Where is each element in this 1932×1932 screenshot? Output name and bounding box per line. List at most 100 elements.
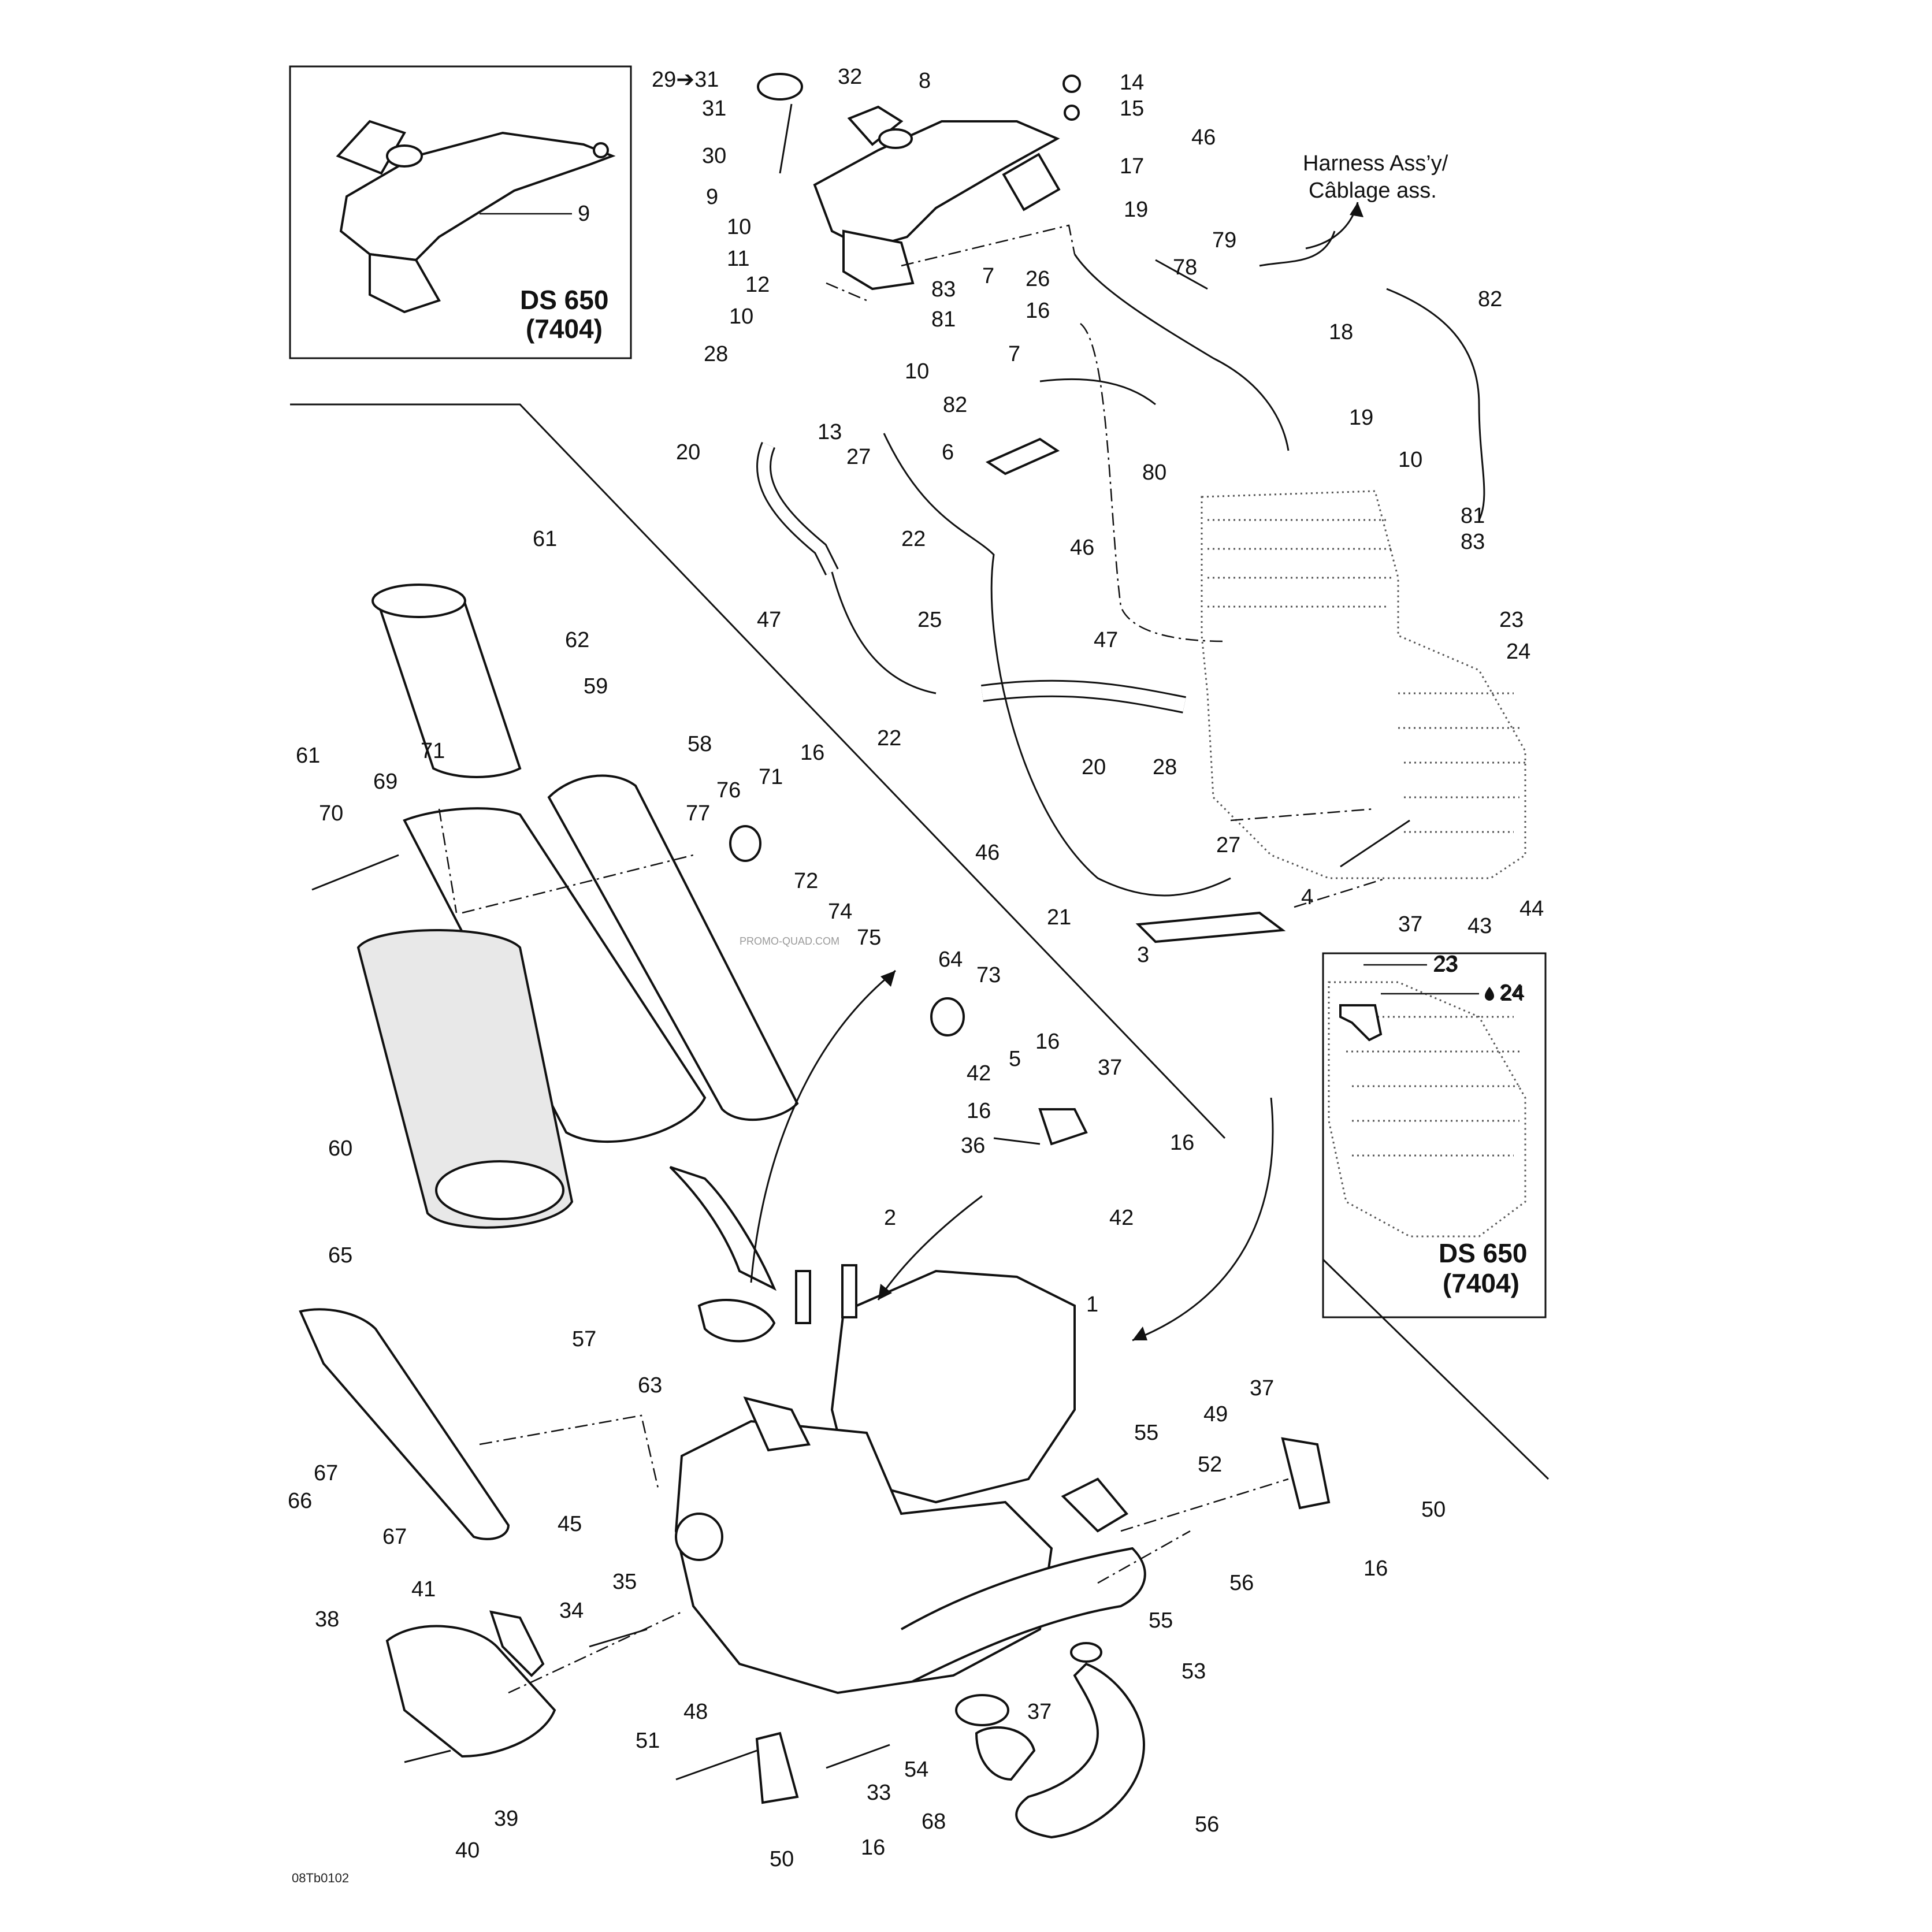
- callout-78: 78: [1173, 255, 1197, 280]
- dash-6: [438, 808, 458, 913]
- pipe-53: [1015, 1662, 1146, 1839]
- callout-38: 38: [315, 1607, 339, 1632]
- callout-16: 16: [800, 741, 824, 765]
- callout-60: 60: [328, 1136, 352, 1161]
- breather-hoses: [756, 231, 1485, 897]
- callout-68: 68: [922, 1810, 946, 1834]
- callout-32: 32: [838, 65, 862, 89]
- bolt-40: [404, 1749, 451, 1763]
- callout-24: 24: [1506, 640, 1530, 664]
- valve-6: [985, 437, 1060, 475]
- callout-62: 62: [565, 628, 589, 652]
- arrow-curve-b: [877, 1195, 983, 1301]
- dash-10: [1120, 1478, 1289, 1532]
- harness-arrow-line: [1155, 259, 1208, 290]
- callout-51: 51: [636, 1729, 660, 1753]
- callout-67: 67: [382, 1525, 407, 1549]
- bracket-5: [1038, 1108, 1088, 1146]
- drawing-code: 08Tb0102: [292, 1871, 349, 1885]
- callout-45: 45: [558, 1512, 582, 1536]
- damper-64: [930, 997, 965, 1036]
- callout-48: 48: [683, 1700, 708, 1724]
- callout-19: 19: [1124, 198, 1148, 222]
- callout-76: 76: [716, 778, 741, 802]
- air-box-clip: [847, 105, 904, 146]
- callout-15: 15: [1120, 96, 1144, 121]
- callout-56: 56: [1195, 1812, 1219, 1837]
- callout-23: 23: [1499, 608, 1524, 632]
- callout-82: 82: [943, 393, 967, 417]
- spark-plug-a: [795, 1270, 811, 1324]
- callout-52: 52: [1198, 1452, 1222, 1477]
- callout-23: 23: [1434, 952, 1458, 976]
- engine-fins-inset: [1346, 1016, 1519, 1157]
- heat-shield-38: [385, 1625, 556, 1758]
- tailpipe-flange: [371, 584, 466, 618]
- engine-block: [1201, 490, 1526, 879]
- callout-53: 53: [1182, 1659, 1206, 1684]
- callout-33: 33: [867, 1781, 891, 1805]
- bolt-43: [1340, 819, 1410, 868]
- callout-75: 75: [857, 926, 881, 950]
- muffler-58: [547, 774, 799, 1121]
- air-box: [757, 73, 1081, 291]
- callout-73: 73: [976, 963, 1001, 987]
- callout-82: 82: [1478, 287, 1502, 311]
- callout-10: 10: [905, 359, 929, 384]
- foam-block: [1002, 153, 1061, 211]
- callout-22: 22: [901, 527, 926, 551]
- callout-11: 11: [727, 247, 749, 271]
- air-inlet-inset: [386, 144, 423, 168]
- gear-45: [675, 1513, 723, 1561]
- spacer: [1064, 105, 1080, 121]
- arrowhead-b: [878, 1284, 892, 1300]
- callout-7: 7: [982, 264, 994, 288]
- callout-30: 30: [702, 144, 726, 168]
- intake-flange: [743, 1396, 811, 1452]
- callout-42: 42: [967, 1061, 991, 1086]
- callout-16: 16: [861, 1836, 885, 1860]
- muffler: [356, 584, 799, 1343]
- callout-1: 1: [1086, 1292, 1098, 1317]
- callout-31: 31: [702, 96, 726, 121]
- oil-cap: [757, 73, 803, 101]
- arrowhead-harness: [1350, 202, 1363, 217]
- harness-lead: [1305, 202, 1359, 250]
- hose-82-right: [1386, 288, 1485, 521]
- callout-16: 16: [1026, 299, 1050, 323]
- callout-9: 9: [706, 185, 718, 209]
- callout-64: 64: [938, 948, 963, 972]
- dash-7: [462, 854, 694, 914]
- callout-7: 7: [1008, 342, 1020, 366]
- breather-hose-inset: [1339, 1004, 1383, 1042]
- callout-37: 37: [1098, 1056, 1122, 1080]
- inset-top-model: DS 650: [520, 285, 608, 315]
- inset-frame: [289, 65, 632, 359]
- callout-74: 74: [828, 900, 852, 924]
- callout-72: 72: [794, 869, 818, 893]
- callout-43: 43: [1467, 914, 1492, 938]
- hose-21: [883, 433, 1231, 897]
- dash-11: [1097, 1530, 1191, 1584]
- arrowhead-c: [1132, 1327, 1147, 1340]
- callout-80: 80: [1142, 460, 1166, 485]
- shield-41: [489, 1610, 545, 1677]
- callout-16: 16: [967, 1099, 991, 1123]
- engine-dotted: [1201, 490, 1526, 879]
- callout-77: 77: [686, 801, 710, 826]
- callout-47: 47: [1094, 628, 1118, 652]
- callout-34: 34: [559, 1599, 584, 1623]
- watermark: PROMO-QUAD.COM: [740, 935, 839, 947]
- hose-18: [1073, 254, 1290, 451]
- callout-16: 16: [1170, 1131, 1194, 1155]
- inset-top-left: 9 DS 650 (7404): [289, 65, 632, 359]
- muffler-shell: [403, 807, 707, 1143]
- arrowhead-a: [880, 971, 896, 987]
- callout-71: 71: [759, 765, 783, 789]
- arrestor-end: [435, 1160, 564, 1220]
- harness-label-fr: Câblage ass.: [1309, 179, 1437, 203]
- callout-10: 10: [1398, 448, 1422, 472]
- air-box-lower-inset: [369, 252, 441, 314]
- dipstick: [779, 103, 793, 174]
